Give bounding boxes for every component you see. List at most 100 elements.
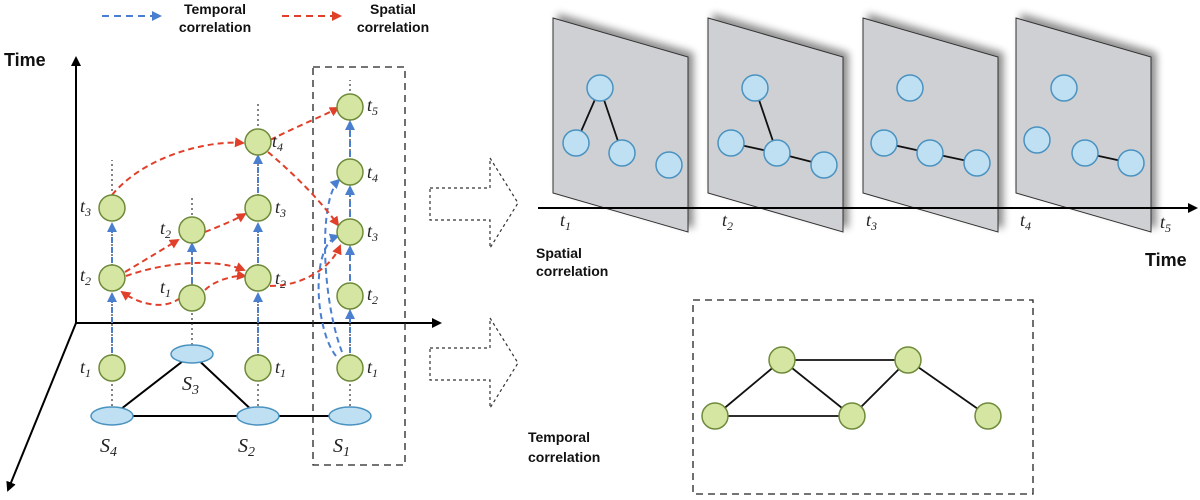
legend: Temporal correlation Spatial correlation: [102, 1, 429, 35]
spatial-s3t2-to-s2t3: [204, 212, 247, 233]
left-time-axis-label: Time: [4, 50, 46, 70]
label-s3-t1: t1: [160, 277, 171, 300]
temporal-s1-t1-to-t3-skip: [317, 233, 340, 357]
tg-node-5: [974, 402, 1002, 430]
label-s1-t5: t5: [367, 95, 378, 118]
temporal-correlation-line1: Temporal: [528, 429, 590, 445]
node-s2-t3: [244, 194, 272, 222]
node-s1-t3: [336, 218, 364, 246]
middle-arrows: [429, 155, 519, 411]
right-axis-tick-labels: t1 t2 t3 t4 t5: [560, 210, 1171, 235]
plane-4-surface: [1015, 17, 1152, 233]
label-s4-t1: t1: [80, 357, 91, 380]
temporal-graph-box: [692, 299, 1034, 495]
temporal-hollow-arrow: [429, 315, 519, 411]
right-time-axis-label: Time: [1145, 250, 1187, 270]
plane-4-node-a: [1050, 74, 1078, 102]
node-s3-t2: [178, 216, 206, 244]
label-s1: S1: [333, 435, 350, 460]
node-s1-t4: [336, 158, 364, 186]
spatial-s4t3-to-s2t4: [111, 137, 245, 196]
temporal-s1-t1-to-t4-skip: [324, 178, 343, 353]
tg-edge-1: [714, 359, 783, 417]
plane-3-node-d: [963, 149, 991, 177]
node-s4-t1: [98, 354, 126, 382]
sensor-graph: [111, 353, 350, 417]
temporal-arrows: [107, 120, 355, 357]
spatial-s3t1-to-s2t2: [204, 270, 247, 291]
plane-1-node-c: [608, 139, 636, 167]
plane-1-node-d: [655, 151, 683, 179]
tg-node-4: [894, 346, 922, 374]
temporal-correlation-line2: correlation: [528, 449, 600, 465]
edge-s4-s3: [111, 353, 193, 417]
temporal-graph: [701, 346, 1002, 430]
right-tick-t1: t1: [560, 210, 571, 233]
label-s2-t1: t1: [275, 357, 286, 380]
plane-3-node-a: [896, 74, 924, 102]
label-s4-t2: t2: [80, 265, 91, 288]
edge-s3-s2: [191, 353, 259, 417]
dotted-stems: [111, 80, 351, 416]
sensor-s3-node: [170, 344, 214, 364]
label-s1-t1: t1: [367, 357, 378, 380]
sensor-ellipses: [90, 344, 372, 426]
node-s1-t5: [336, 93, 364, 121]
node-s1-t1: [336, 354, 364, 382]
spatial-s2t4-to-s1t3: [267, 151, 340, 227]
plane-3-surface: [862, 17, 999, 233]
tg-node-1: [701, 402, 729, 430]
sensor-labels: S4 S3 S2 S1: [100, 373, 350, 460]
sensor-s1-node: [328, 406, 372, 426]
plane-4-node-d: [1117, 149, 1145, 177]
plane-3-node-b: [870, 129, 898, 157]
s1-highlight-box: [312, 66, 406, 466]
snapshot-plane-3: [862, 17, 999, 233]
label-s2: S2: [238, 435, 255, 460]
plane-3-node-c: [916, 139, 944, 167]
spatial-s2t4-to-s1t5: [269, 107, 340, 141]
plane-4-node-b: [1023, 126, 1051, 154]
plane-2-node-b: [717, 129, 745, 157]
right-tick-t2: t2: [722, 210, 733, 233]
right-tick-t3: t3: [866, 210, 877, 233]
spatial-s3t1-to-s4t2: [120, 290, 181, 306]
tg-node-3: [838, 402, 866, 430]
node-s4-t3: [98, 194, 126, 222]
plane-2-surface: [707, 17, 844, 233]
plane-2-node-c: [763, 139, 791, 167]
sensor-s2-node: [236, 406, 280, 426]
plane-2-node-a: [741, 74, 769, 102]
node-s2-t1: [244, 354, 272, 382]
left-axes: Time: [4, 50, 442, 492]
tg-edge-3: [781, 359, 853, 417]
sensor-s4-node: [90, 406, 134, 426]
depth-axis: [6, 322, 77, 492]
label-s1-t3: t3: [367, 221, 378, 244]
spatial-s2t2-to-s1t3: [269, 244, 342, 287]
spatial-s4t2-to-s2t2: [125, 261, 246, 277]
snapshot-planes: [552, 17, 1152, 233]
spatial-hollow-arrow: [429, 155, 519, 251]
snapshot-plane-1: [552, 17, 689, 233]
node-s1-t2: [336, 282, 364, 310]
plane-1-surface: [552, 17, 689, 233]
snapshot-plane-2: [707, 17, 844, 233]
label-s2-t3: t3: [275, 197, 286, 220]
node-time-labels: t1 t2 t3 t1 t2 t1 t2 t3 t4 t1 t2 t3 t4 t…: [80, 95, 378, 380]
tg-edge-6: [907, 359, 989, 417]
right-tick-t5: t5: [1160, 212, 1171, 235]
label-s1-t2: t2: [367, 284, 378, 307]
label-s3-t2: t2: [160, 218, 171, 241]
label-s4: S4: [100, 435, 117, 460]
node-s3-t1: [178, 284, 206, 312]
time-state-nodes: [98, 93, 364, 382]
label-s2-t4: t4: [272, 131, 283, 154]
plane-1-node-a: [586, 74, 614, 102]
node-s2-t2: [244, 264, 272, 292]
spatial-correlation-line1: Spatial: [536, 245, 582, 261]
legend-spatial-label-line2: correlation: [357, 19, 429, 35]
plane-4-node-c: [1071, 139, 1099, 167]
label-s4-t3: t3: [80, 196, 91, 219]
